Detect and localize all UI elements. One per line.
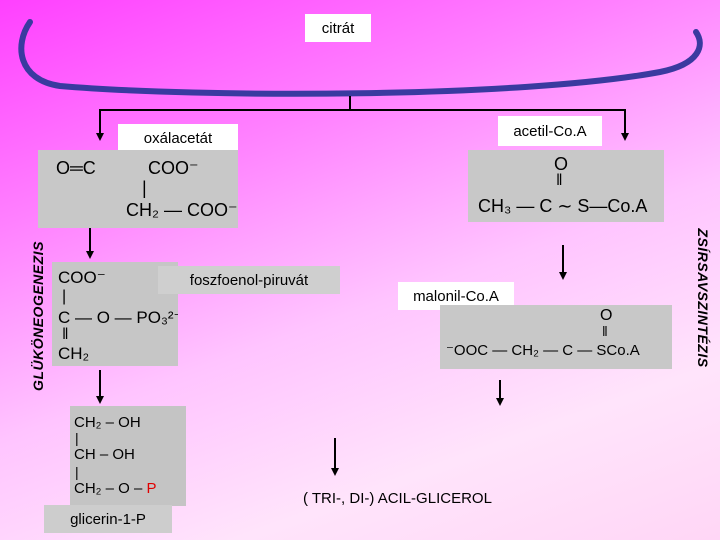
glycerol-bond2: |	[75, 464, 79, 480]
glukoneogenezis-label: GLÜKÖNEOGENEZIS	[30, 241, 46, 391]
foszfoenol-label: foszfoenol-piruvát	[158, 266, 340, 294]
malonylcoa-main: ⁻OOC — CH₂ — C — SCo.A	[446, 342, 640, 359]
glycerol-line3: CH₂ – O – P	[74, 480, 157, 497]
acetylcoa-structure: O ‖ CH₃ — C ∼ S—Co.A	[468, 150, 664, 222]
oxalacetate-structure: O═C COO⁻ CH₂ — COO⁻ |	[38, 150, 238, 228]
arrow-to-oxalacetat	[96, 96, 351, 141]
oxalacetate-line2: CH₂ — COO⁻	[126, 200, 238, 220]
glycerol-line1: CH₂ – OH	[74, 414, 141, 431]
citrat-label: citrát	[305, 14, 371, 42]
oxalacetat-label: oxálacetát	[118, 124, 238, 152]
pep-bond1: |	[62, 288, 67, 305]
acetylcoa-double-bond: ‖	[556, 172, 563, 189]
glycerol-line3-text: CH₂ – O –	[74, 480, 147, 497]
pep-coo: COO⁻	[58, 268, 106, 287]
arrow-to-acetilcoa	[350, 109, 629, 141]
citrate-cycle-bracket	[18, 19, 703, 97]
oxalacetate-line1b: COO⁻	[148, 158, 199, 178]
pep-structure: COO⁻ | C — O — PO₃²⁻ ‖ CH₂	[52, 262, 178, 366]
pep-ch2: CH₂	[58, 344, 90, 363]
phosphate-p: P	[146, 480, 157, 497]
pep-c-o: C — O — PO₃²⁻	[58, 308, 178, 327]
malonylcoa-oxygen: O	[600, 307, 613, 324]
pep-bond2: ‖	[62, 326, 69, 343]
glycerol-line2: CH – OH	[74, 446, 135, 463]
malonylcoa-structure: O ‖ ⁻OOC — CH₂ — C — SCo.A	[440, 305, 672, 369]
glicerin-label: glicerin-1-P	[44, 505, 172, 533]
oxalacetate-line1a: O═C	[56, 158, 96, 178]
acetilcoa-label: acetil-Co.A	[498, 116, 602, 146]
glycerol-bond1: |	[75, 430, 79, 446]
zsirsav-label: ZSÍRSAVSZINTÉZIS	[695, 228, 711, 368]
acetylcoa-main: CH₃ — C ∼ S—Co.A	[478, 196, 648, 216]
acilglicerol-label: ( TRI-, DI-) ACIL-GLICEROL	[303, 490, 492, 507]
glycerol-structure: CH₂ – OH | CH – OH | CH₂ – O – P	[70, 406, 186, 506]
oxalacetate-bond: |	[142, 178, 147, 198]
acetylcoa-oxygen: O	[554, 154, 569, 174]
malonylcoa-double-bond: ‖	[602, 323, 608, 339]
